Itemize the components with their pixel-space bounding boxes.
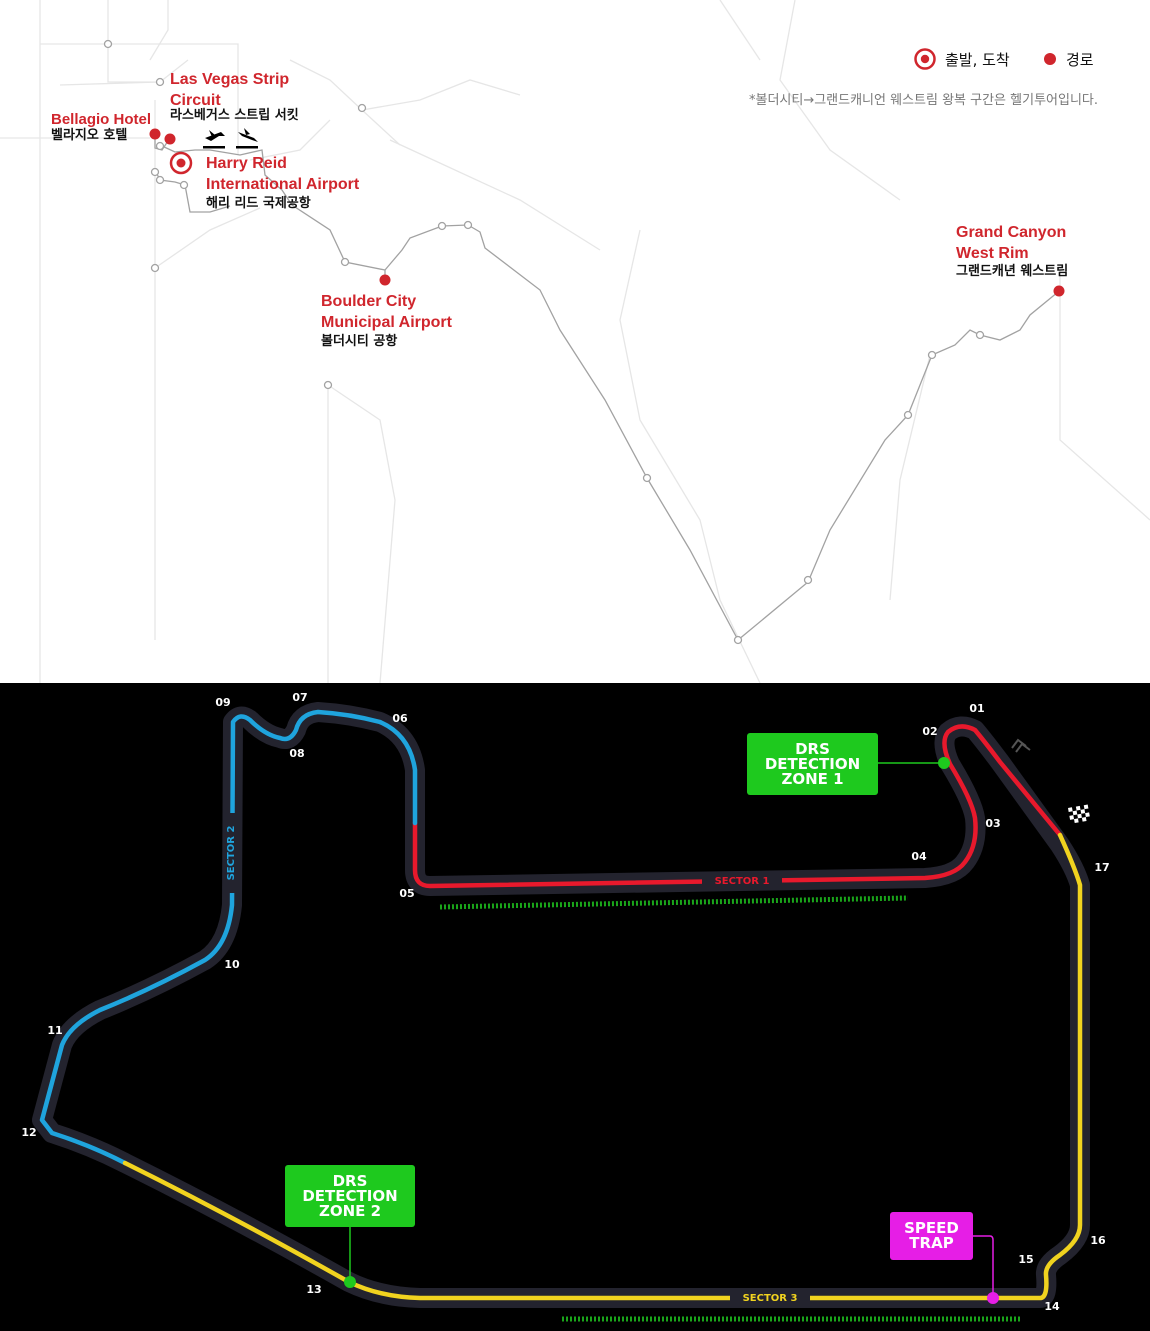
place-name-en: Las Vegas Strip Circuit [170,71,290,109]
legend-dot-icon [1044,53,1056,65]
turn-number: 16 [1090,1234,1106,1247]
speed-trap-line: SPEED [904,1219,959,1237]
place-name-ko: 볼더시티 공항 [321,334,398,349]
turn-number: 17 [1094,861,1110,874]
sector-label: SECTOR 3 [730,1292,810,1306]
track-drawing [32,702,1090,1322]
place-name-ko: 해리 리드 국제공항 [206,196,311,211]
legend-start-end: 출발, 도착 [945,49,1010,70]
turn-number: 15 [1018,1253,1034,1266]
place-name-en: Harry Reid International Airport [206,155,360,193]
drs-2-line: DETECTION [302,1186,398,1205]
map-background [0,0,1150,683]
place-name-en: Grand Canyon West Rim [956,224,1067,262]
route-waypoints [103,39,985,645]
turn-number: 13 [306,1283,322,1296]
speed-trap-connector [972,1235,994,1298]
route-stops [149,128,1065,297]
turn-number: 01 [969,702,985,715]
drs-detection-zone-2: DRS DETECTION ZONE 2 [285,1165,415,1227]
route-map: 출발, 도착 경로 *볼더시티→그랜드캐니언 웨스트림 왕복 구간은 헬기투어입… [0,0,1150,683]
turn-number: 07 [292,691,308,704]
airplane-departure-icon [203,130,225,149]
legend-route-label: 경로 [1066,51,1094,69]
place-name-ko: 그랜드캐년 웨스트림 [956,264,1069,279]
track-outline [32,702,1090,1308]
drs-2-line: ZONE 2 [318,1201,382,1220]
sector-label: SECTOR 1 [702,875,782,889]
turn-number: 12 [21,1126,37,1139]
legend-start-end-label: 출발, 도착 [945,51,1010,69]
dot-icon [379,274,391,286]
drs-2-line: DRS [332,1171,368,1190]
speed-trap: SPEED TRAP [890,1212,973,1260]
circuit-map: DRS DETECTION ZONE 1 DRS DETECTION ZONE … [0,683,1150,1331]
place-name-en: Bellagio Hotel [51,111,152,128]
drs-detection-zone-1: DRS DETECTION ZONE 1 [747,733,878,795]
helicopter-note: *볼더시티→그랜드캐니언 웨스트림 왕복 구간은 헬기투어입니다. [748,93,1098,108]
drs-1-line: ZONE 1 [781,769,844,788]
turn-number: 05 [399,887,415,900]
legend-target-icon [914,48,936,70]
speed-trap-point [987,1292,999,1304]
turn-number: 11 [47,1024,63,1037]
turn-number: 02 [922,725,938,738]
turn-number: 08 [289,747,305,760]
airplane-arrival-icon [236,128,258,149]
place-name-ko: 라스베거스 스트립 서킷 [170,108,299,123]
drs-1-point [938,757,950,769]
chequered-flag-icon [1068,804,1090,824]
target-icon [169,151,193,175]
turn-number: 09 [215,696,231,709]
legend-route: 경로 [1066,49,1094,70]
drs-1-line: DRS [795,739,830,758]
turn-number: 04 [911,850,927,863]
direction-chevron-icon [1011,738,1031,753]
sector-label: SECTOR 2 [225,813,239,893]
dot-icon [164,133,176,145]
turn-number: 03 [985,817,1001,830]
drs-2-point [344,1276,356,1288]
turn-number: 06 [392,712,408,725]
turn-number: 10 [224,958,240,971]
place-name-en: Boulder City Municipal Airport [321,293,452,331]
sector-3-path [122,832,1083,1301]
sector-1-path [412,724,1063,889]
place-name-ko: 벨라지오 호텔 [51,128,128,143]
speed-trap-line: TRAP [909,1234,954,1252]
dot-icon [1053,285,1065,297]
drs-zones [439,895,1020,1322]
dot-icon [149,128,161,140]
turn-number: 14 [1044,1300,1060,1313]
sector-2-path [39,709,418,1166]
road-network [0,0,1150,683]
drs-1-line: DETECTION [764,754,861,773]
